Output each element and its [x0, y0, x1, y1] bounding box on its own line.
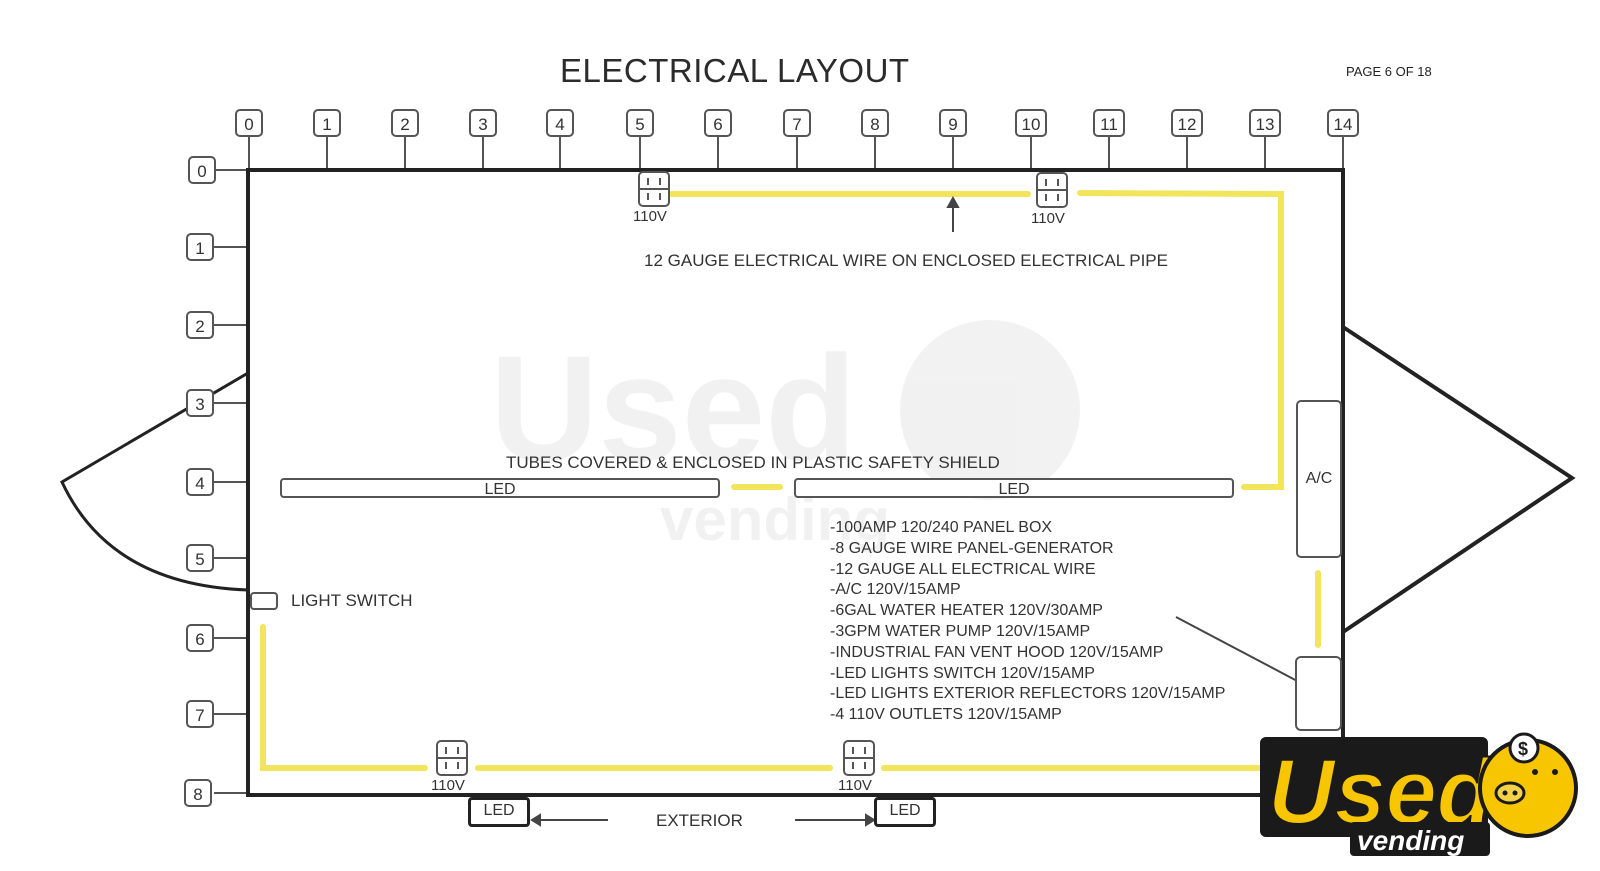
- ac-unit: A/C: [1296, 400, 1342, 558]
- outlet-icon: [436, 740, 468, 776]
- row-label: 8: [184, 779, 212, 807]
- outlets: [436, 171, 1068, 776]
- row-label: 5: [186, 544, 214, 572]
- column-label: 9: [939, 109, 967, 137]
- exterior-led: LED: [468, 797, 530, 827]
- outlet-label: 110V: [633, 208, 667, 225]
- trailer-rear: [1341, 325, 1576, 634]
- tubes-note: TUBES COVERED & ENCLOSED IN PLASTIC SAFE…: [506, 453, 1000, 472]
- row-label: 2: [186, 311, 214, 339]
- row-label: 4: [186, 468, 214, 496]
- outlet-icon: [1036, 172, 1068, 208]
- spec-item: -LED LIGHTS SWITCH 120V/15AMP: [830, 664, 1095, 682]
- row-label: 3: [186, 389, 214, 417]
- trailer-outline: [246, 168, 1345, 797]
- spec-item: -100AMP 120/240 PANEL BOX: [830, 519, 1053, 536]
- column-label: 8: [861, 109, 889, 137]
- column-label: 12: [1171, 109, 1203, 137]
- spec-item: -LED LIGHTS EXTERIOR REFLECTORS 120V/15A…: [830, 685, 1226, 703]
- light-switch-label: LIGHT SWITCH: [291, 591, 413, 610]
- outlet-icon: [638, 171, 670, 207]
- column-label: 1: [313, 109, 341, 137]
- svg-text:vending: vending: [1357, 825, 1464, 856]
- spec-item: -3GPM WATER PUMP 120V/15AMP: [830, 622, 1091, 640]
- column-label: 4: [546, 109, 574, 137]
- outlet-icon: [843, 740, 875, 776]
- row-label: 6: [186, 624, 214, 652]
- outlet-label: 110V: [431, 777, 465, 794]
- spec-item: -4 110V OUTLETS 120V/15AMP: [830, 706, 1062, 724]
- spec-item: -INDUSTRIAL FAN VENT HOOD 120V/15AMP: [830, 643, 1164, 661]
- watermark-logo: Used vending: [490, 320, 1080, 553]
- column-label: 14: [1327, 109, 1359, 137]
- trailer-hitch: [60, 371, 249, 592]
- panel-box: [1295, 656, 1342, 731]
- column-label: 2: [391, 109, 419, 137]
- wire-note: 12 GAUGE ELECTRICAL WIRE ON ENCLOSED ELE…: [644, 251, 1168, 270]
- row-label: 1: [186, 233, 214, 261]
- column-label: 10: [1015, 109, 1047, 137]
- specs-list: -100AMP 120/240 PANEL BOX -8 GAUGE WIRE …: [830, 518, 1225, 726]
- spec-item: -A/C 120V/15AMP: [830, 581, 961, 599]
- row-label: 7: [186, 700, 214, 728]
- spec-item: -6GAL WATER HEATER 120V/30AMP: [830, 602, 1103, 620]
- column-label: 6: [704, 109, 732, 137]
- column-label: 13: [1249, 109, 1281, 137]
- column-label: 3: [469, 109, 497, 137]
- wiring: [260, 190, 1321, 771]
- outlet-label: 110V: [838, 777, 872, 794]
- column-label: 0: [235, 109, 263, 137]
- exterior-led: LED: [874, 797, 936, 827]
- page-number: PAGE 6 OF 18: [1346, 64, 1432, 79]
- outlet-label: 110V: [1031, 210, 1065, 227]
- spec-item: -12 GAUGE ALL ELECTRICAL WIRE: [830, 560, 1096, 578]
- led-tube: LED: [280, 478, 720, 498]
- spec-item: -8 GAUGE WIRE PANEL-GENERATOR: [830, 539, 1114, 557]
- row-label: 0: [188, 156, 216, 184]
- column-label: 7: [783, 109, 811, 137]
- column-label: 5: [626, 109, 654, 137]
- light-switch-icon: [250, 592, 278, 610]
- usedvending-logo: Used vending $: [1260, 732, 1578, 856]
- led-tube: LED: [794, 478, 1234, 498]
- page-title: ELECTRICAL LAYOUT: [560, 52, 910, 89]
- svg-text:Used: Used: [490, 324, 857, 492]
- column-label: 11: [1093, 109, 1125, 137]
- exterior-label: EXTERIOR: [656, 811, 743, 830]
- svg-text:$: $: [1518, 739, 1528, 759]
